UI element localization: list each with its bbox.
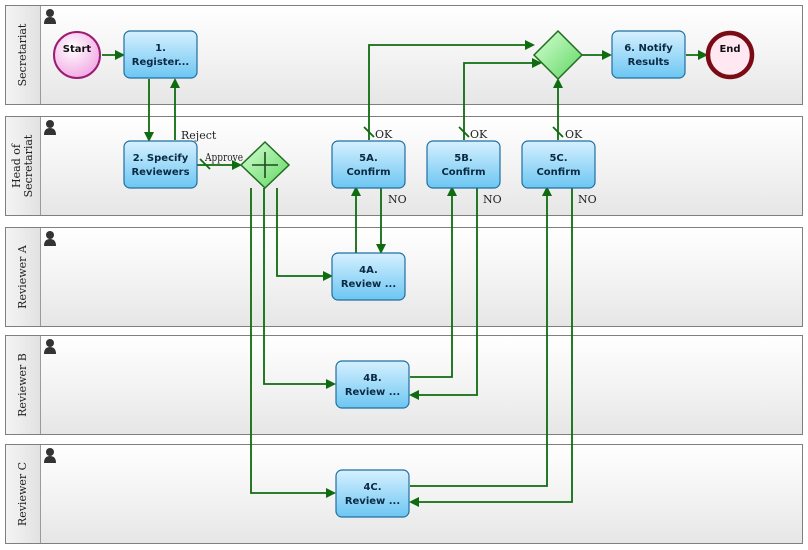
- task-register-line2: Register...: [132, 57, 190, 68]
- task-specify-line2: Reviewers: [131, 167, 189, 178]
- task-4a-line1: 4A.: [359, 265, 378, 276]
- task-notify-results[interactable]: 6. Notify Results: [611, 30, 686, 79]
- task-4c-review[interactable]: 4C. Review ...: [335, 469, 410, 518]
- task-notify-line1: 6. Notify: [624, 43, 673, 54]
- lane-header: Reviewer A: [6, 228, 41, 326]
- edge-label-approve-wrap: Approve: [204, 151, 243, 164]
- task-specify-line1: 2. Specify: [133, 153, 189, 164]
- task-5b-line2: Confirm: [441, 167, 485, 178]
- lane-header: Secretariat: [6, 6, 41, 104]
- task-5c-line1: 5C.: [549, 153, 567, 164]
- task-4a-review[interactable]: 4A. Review ...: [331, 252, 406, 301]
- condition-tick: [552, 126, 564, 138]
- task-4a-line2: Review ...: [341, 279, 396, 290]
- lane-header: Reviewer C: [6, 445, 41, 543]
- task-5b-line1: 5B.: [454, 153, 472, 164]
- edge-label-no-b: NO: [483, 193, 502, 206]
- edge-label-ok-b: OK: [470, 128, 488, 141]
- task-specify-reviewers[interactable]: 2. Specify Reviewers: [123, 140, 198, 189]
- task-notify-line2: Results: [628, 57, 670, 68]
- flow-5c-no-to-4c: [409, 188, 573, 507]
- task-5a-line1: 5A.: [359, 153, 378, 164]
- task-4c-line1: 4C.: [363, 482, 381, 493]
- task-4b-line2: Review ...: [345, 387, 400, 398]
- task-4b-line1: 4B.: [363, 373, 381, 384]
- flow-4c-to-5c: [410, 186, 552, 487]
- participant-icon: [44, 448, 56, 463]
- task-5a-line2: Confirm: [346, 167, 390, 178]
- task-5c-confirm[interactable]: 5C. Confirm: [521, 140, 596, 189]
- lane-header: Reviewer B: [6, 336, 41, 434]
- participant-icon: [44, 231, 56, 246]
- task-register-line1: 1.: [155, 43, 166, 54]
- flow-gateway-to-4a: [276, 188, 333, 281]
- flow-5a-ok-to-merge: [368, 40, 535, 140]
- task-4c-line2: Review ...: [345, 496, 400, 507]
- edge-label-ok-c: OK: [565, 128, 583, 141]
- task-5c-line2: Confirm: [536, 167, 580, 178]
- end-event[interactable]: End: [705, 30, 755, 80]
- end-event-label: End: [719, 44, 740, 55]
- task-5b-confirm[interactable]: 5B. Confirm: [426, 140, 501, 189]
- start-event-label: Start: [63, 44, 92, 55]
- task-register[interactable]: 1. Register...: [123, 30, 198, 79]
- edge-label-ok-a: OK: [375, 128, 393, 141]
- condition-tick: [458, 126, 470, 138]
- parallel-split-gateway[interactable]: [239, 140, 291, 190]
- participant-icon: [44, 339, 56, 354]
- condition-tick: [199, 158, 211, 170]
- task-4b-review[interactable]: 4B. Review ...: [335, 360, 410, 409]
- sequence-flows: [102, 40, 708, 507]
- edge-label-approve: Approve: [204, 151, 243, 164]
- start-event[interactable]: Start: [53, 31, 101, 79]
- edge-label-no-c: NO: [578, 193, 597, 206]
- flow-4b-to-5b: [410, 186, 457, 378]
- flow-5b-no-to-4b: [409, 188, 478, 400]
- flow-gateway-to-4c: [250, 188, 336, 498]
- participant-icon: [44, 120, 56, 135]
- edge-label-reject: Reject: [181, 129, 217, 142]
- merge-gateway[interactable]: [532, 29, 584, 81]
- edge-label-no-a: NO: [388, 193, 407, 206]
- participant-icon: [44, 9, 56, 24]
- task-5a-confirm[interactable]: 5A. Confirm: [331, 140, 406, 189]
- flow-gateway-to-4b: [263, 188, 336, 389]
- condition-tick: [363, 126, 375, 138]
- flow-5b-ok-to-merge: [463, 58, 542, 140]
